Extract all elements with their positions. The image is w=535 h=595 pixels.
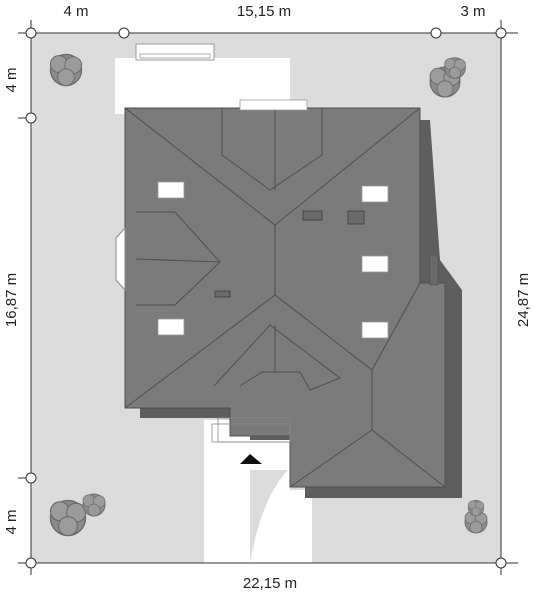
terrace-top-inner-line bbox=[139, 53, 211, 59]
skylight-icon bbox=[157, 181, 389, 339]
roof-top-element bbox=[239, 99, 308, 111]
entrance-arrow-icon bbox=[240, 454, 262, 464]
side-strip bbox=[429, 254, 439, 286]
driveway-left bbox=[204, 420, 250, 563]
tree-icon bbox=[467, 499, 485, 517]
entrance-steps bbox=[211, 417, 291, 443]
dim-bottom: 22,15 m bbox=[243, 575, 297, 592]
chimney-icon bbox=[214, 210, 365, 298]
dim-left-middle: 16,87 m bbox=[3, 273, 20, 327]
dim-right: 24,87 m bbox=[515, 273, 532, 327]
bay-window bbox=[115, 226, 126, 292]
tree-icon bbox=[444, 57, 466, 79]
roof-lines bbox=[124, 107, 446, 488]
dim-top-middle: 15,15 m bbox=[237, 3, 291, 20]
dimension-marker-icon bbox=[25, 27, 507, 569]
dim-top-right: 3 m bbox=[460, 3, 485, 20]
tree-icon bbox=[82, 493, 106, 517]
dim-left-top: 4 m bbox=[3, 67, 20, 92]
tree-icon bbox=[49, 499, 87, 537]
terrace-top-inner bbox=[135, 43, 215, 61]
garden-bottom-right bbox=[424, 490, 501, 563]
tree-icon bbox=[49, 53, 83, 87]
dim-top-left: 4 m bbox=[63, 3, 88, 20]
dim-left-bottom: 4 m bbox=[3, 509, 20, 534]
